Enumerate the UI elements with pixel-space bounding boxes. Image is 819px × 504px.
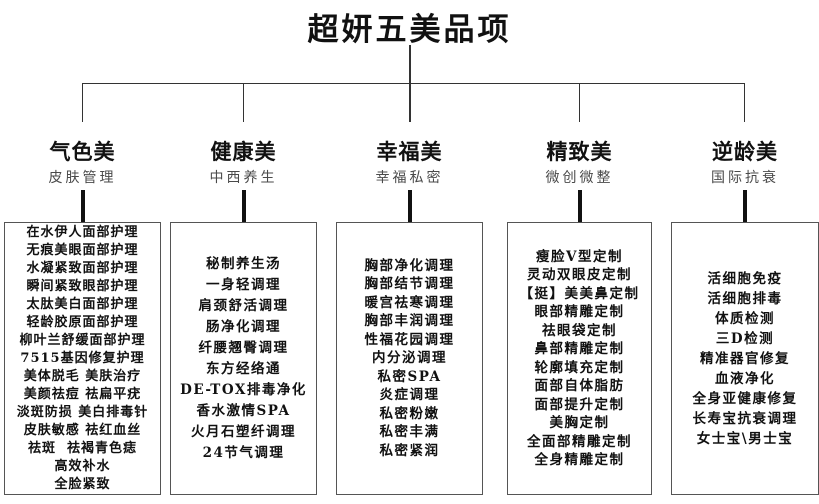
branch-box: 活细胞免疫活细胞排毒体质检测三D检测精准器官修复血液净化全身亚健康修复长寿宝抗衰… [671, 222, 819, 495]
branch-item-list: 活细胞免疫活细胞排毒体质检测三D检测精准器官修复血液净化全身亚健康修复长寿宝抗衰… [693, 269, 798, 449]
list-item: 秘制养生汤 [205, 255, 281, 272]
list-item: 长寿宝抗衰调理 [692, 410, 798, 427]
list-item: 皮肤敏感 祛红血丝 [23, 422, 142, 438]
branch-box: 胸部净化调理胸部结节调理暖宫祛寒调理胸部丰润调理性福花园调理内分泌调理私密SPA… [336, 222, 483, 495]
branch-connector-stub [241, 190, 246, 222]
list-item: 【挺】美美鼻定制 [519, 285, 640, 302]
list-item: 美颜祛痘 祛扁平疣 [23, 386, 142, 402]
branch-item-list: 在水伊人面部护理无痕美眼面部护理水凝紧致面部护理瞬间紧致眼部护理太肽美白面部护理… [17, 224, 149, 494]
branch-column: 气色美 皮肤管理 在水伊人面部护理无痕美眼面部护理水凝紧致面部护理瞬间紧致眼部护… [4, 138, 161, 495]
branch-column: 精致美 微创微整 瘦脸V型定制灵动双眼皮定制【挺】美美鼻定制眼部精雕定制祛眼袋定… [507, 138, 652, 495]
list-item: 太肽美白面部护理 [26, 296, 139, 312]
list-item: 在水伊人面部护理 [26, 224, 139, 240]
list-item: 鼻部精雕定制 [534, 341, 625, 357]
list-item: 活细胞排毒 [707, 290, 783, 307]
list-item: 轮廓填充定制 [534, 359, 625, 376]
list-item: 香水激情SPA [196, 402, 291, 419]
branch-subtitle: 国际抗衰 [711, 170, 779, 186]
list-item: 肠净化调理 [205, 318, 281, 335]
branch-subtitle: 幸福私密 [375, 170, 444, 186]
list-item: 性福花园调理 [364, 331, 455, 348]
branch-title: 幸福美 [376, 139, 443, 164]
list-item: 眼部精雕定制 [534, 304, 625, 320]
connector-drop [744, 83, 745, 122]
list-item: 暖宫祛寒调理 [364, 294, 455, 311]
connector-drop [82, 83, 83, 122]
list-item: 肩颈舒活调理 [198, 297, 289, 314]
list-item: 全面部精雕定制 [527, 433, 632, 450]
list-item: 胸部丰润调理 [364, 313, 455, 330]
list-item: 火月石塑纤调理 [190, 423, 296, 440]
list-item: 水凝紧致面部护理 [26, 260, 139, 276]
list-item: 美胸定制 [549, 415, 610, 431]
list-item: 祛斑 祛褐青色痣 [27, 440, 138, 456]
list-item: 血液净化 [715, 370, 775, 387]
list-item: 一身轻调理 [205, 276, 281, 293]
connector-drop [579, 83, 580, 122]
branch-box: 在水伊人面部护理无痕美眼面部护理水凝紧致面部护理瞬间紧致眼部护理太肽美白面部护理… [4, 222, 161, 495]
list-item: 内分泌调理 [372, 350, 447, 367]
list-item: 面部提升定制 [534, 396, 625, 413]
branch-column: 幸福美 幸福私密 胸部净化调理胸部结节调理暖宫祛寒调理胸部丰润调理性福花园调理内… [336, 138, 483, 495]
list-item: 高效补水 [54, 458, 111, 474]
list-item: 炎症调理 [379, 387, 440, 404]
list-item: 瘦脸V型定制 [536, 248, 623, 265]
branch-connector-stub [577, 190, 582, 222]
list-item: 瞬间紧致眼部护理 [26, 278, 139, 294]
branch-box: 秘制养生汤一身轻调理肩颈舒活调理肠净化调理纤腰翘臀调理东方经络通 DE-TOX排毒… [170, 222, 317, 495]
list-item: 活细胞免疫 [707, 270, 783, 287]
list-item: 东方经络通 [205, 360, 281, 377]
branch-subtitle: 皮肤管理 [48, 170, 117, 186]
list-item: 全身精雕定制 [534, 452, 625, 468]
list-item: 私密粉嫩 [379, 405, 440, 422]
list-item: 面部自体脂肪 [534, 378, 625, 394]
list-item: 私密SPA [377, 368, 442, 385]
list-item: 私密紧润 [379, 442, 440, 459]
list-item: 精准器官修复 [700, 350, 790, 367]
branch-subtitle: 微创微整 [545, 170, 614, 186]
list-item: 灵动双眼皮定制 [527, 267, 632, 283]
list-item: DE-TOX排毒净化 [180, 381, 307, 398]
list-item: 体质检测 [715, 310, 775, 327]
list-item: 柳叶兰舒缓面部护理 [19, 332, 146, 348]
branch-column: 逆龄美 国际抗衰 活细胞免疫活细胞排毒体质检测三D检测精准器官修复血液净化全身亚… [671, 138, 819, 495]
list-item: 纤腰翘臀调理 [198, 339, 289, 356]
branch-title: 健康美 [210, 139, 277, 164]
page-title: 超妍五美品项 [307, 12, 512, 48]
branch-connector-stub [407, 190, 412, 222]
branch-box: 瘦脸V型定制灵动双眼皮定制【挺】美美鼻定制眼部精雕定制祛眼袋定制鼻部精雕定制轮廓… [507, 222, 652, 495]
list-item: 全身亚健康修复 [692, 390, 798, 407]
branch-title: 精致美 [546, 139, 613, 164]
list-item: 胸部净化调理 [364, 257, 455, 274]
branch-item-list: 胸部净化调理胸部结节调理暖宫祛寒调理胸部丰润调理性福花园调理内分泌调理私密SPA… [365, 257, 455, 461]
list-item: 三D检测 [715, 330, 775, 347]
list-item: 女士宝\男士宝 [696, 430, 794, 447]
list-item: 私密丰满 [379, 424, 440, 441]
connector-drop [243, 83, 244, 122]
branch-subtitle: 中西养生 [209, 170, 278, 186]
connector-hline [82, 83, 745, 84]
branch-connector-stub [743, 190, 747, 222]
list-item: 24节气调理 [202, 444, 285, 461]
branch-item-list: 瘦脸V型定制灵动双眼皮定制【挺】美美鼻定制眼部精雕定制祛眼袋定制鼻部精雕定制轮廓… [520, 248, 640, 470]
list-item: 轻龄胶原面部护理 [26, 314, 139, 330]
branch-title: 气色美 [49, 139, 116, 164]
list-item: 淡斑防损 美白排毒针 [16, 404, 149, 420]
branch-connector-stub [80, 190, 85, 222]
list-item: 7515基因修复护理 [20, 350, 145, 366]
list-item: 美体脱毛 美肤治疗 [23, 368, 142, 384]
list-item: 全脸紧致 [54, 476, 111, 492]
branch-title: 逆龄美 [712, 139, 778, 164]
list-item: 祛眼袋定制 [542, 322, 617, 339]
list-item: 无痕美眼面部护理 [26, 242, 139, 258]
list-item: 胸部结节调理 [364, 276, 455, 293]
branch-item-list: 秘制养生汤一身轻调理肩颈舒活调理肠净化调理纤腰翘臀调理东方经络通 DE-TOX排毒… [180, 254, 307, 464]
branch-column: 健康美 中西养生 秘制养生汤一身轻调理肩颈舒活调理肠净化调理纤腰翘臀调理东方经络… [170, 138, 317, 495]
